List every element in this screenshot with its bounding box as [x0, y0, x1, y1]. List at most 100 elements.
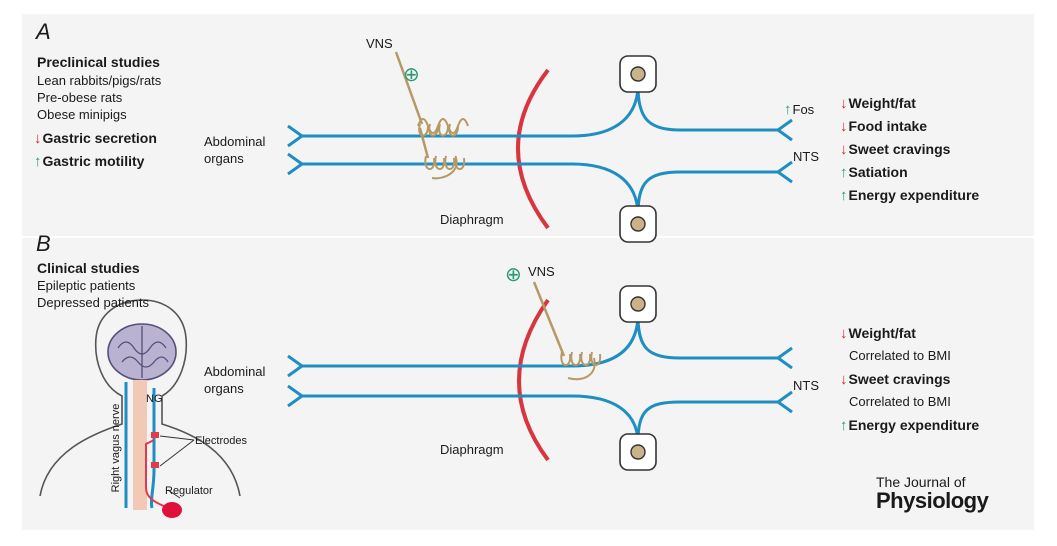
lower-nerve-a — [302, 162, 640, 213]
effect-label: Food intake — [848, 118, 928, 134]
up-arrow-icon: ↑ — [34, 153, 42, 170]
panel-a-right-effect-4: ↑Satiation — [840, 164, 908, 181]
diaphragm-b — [517, 298, 550, 462]
regulator-label: Regulator — [165, 485, 213, 497]
electrodes-label: Electrodes — [195, 435, 247, 447]
lower-nerve-b — [302, 394, 640, 441]
upper-nerve-b — [302, 317, 640, 368]
panel-a-study-line-2: Pre-obese rats — [37, 90, 123, 105]
panel-b-right-effect-1: ↓Weight/fat — [840, 325, 916, 342]
effect-label: Gastric secretion — [42, 130, 157, 146]
panel-b-right-effect-2: ↓Sweet cravings — [840, 371, 950, 388]
down-arrow-icon: ↓ — [840, 371, 848, 388]
fork-right-upper-b — [775, 346, 793, 370]
fork-right-upper-a — [775, 118, 793, 142]
journal-logo-line-2: Physiology — [876, 488, 989, 513]
panel-b-abdominal-label-2: organs — [204, 381, 244, 396]
panel-b-right-effect-3: ↑Energy expenditure — [840, 417, 979, 434]
vns-coil-b-loops — [560, 351, 602, 381]
panel-b-background — [22, 238, 1034, 530]
fork-left-upper-b — [287, 354, 305, 378]
effect-label: Sweet cravings — [848, 371, 951, 387]
panel-b-nts-label: NTS — [793, 378, 819, 393]
down-arrow-icon: ↓ — [840, 141, 848, 158]
neuron-upper-b — [619, 285, 657, 323]
diaphragm-a — [516, 68, 550, 230]
panel-b-letter: B — [36, 231, 51, 256]
panel-a-vns-label: VNS — [366, 36, 393, 51]
spinal-column — [133, 380, 147, 510]
panel-a-letter: A — [36, 19, 51, 44]
neuron-lower-a — [619, 205, 657, 243]
journal-logo-line-1: The Journal of — [876, 474, 966, 490]
lower-nerve-a-efferent — [636, 170, 780, 215]
effect-label: Energy expenditure — [848, 417, 980, 433]
effect-label: Weight/fat — [848, 325, 916, 341]
panel-b-diagram — [287, 281, 793, 471]
panel-a-diaphragm-label: Diaphragm — [440, 212, 504, 227]
panel-a-fos: ↑Fos — [784, 102, 814, 118]
ng-label: NG — [146, 393, 163, 405]
upper-nerve-b-efferent — [636, 315, 780, 360]
up-arrow-icon: ↑ — [784, 101, 792, 118]
vns-wire-a-link — [418, 127, 430, 159]
up-arrow-icon: ↑ — [840, 187, 848, 204]
upper-nerve-a-efferent — [636, 85, 780, 132]
up-arrow-icon: ↑ — [840, 164, 848, 181]
panel-b-study-line-2: Depressed patients — [37, 295, 150, 310]
fos-label: Fos — [792, 102, 815, 117]
panel-b-vns-plus-icon: ⊕ — [505, 264, 522, 286]
fork-left-lower-a — [287, 152, 305, 176]
panel-a-abdominal-label-1: Abdominal — [204, 134, 266, 149]
brain-folds — [117, 326, 169, 378]
up-arrow-icon: ↑ — [840, 417, 848, 434]
panel-a-study-line-1: Lean rabbits/pigs/rats — [37, 73, 162, 88]
panel-a-nts-label: NTS — [793, 149, 819, 164]
down-arrow-icon: ↓ — [840, 325, 848, 342]
effect-label: Sweet cravings — [848, 141, 951, 157]
regulator-device — [162, 502, 182, 518]
effect-label: Gastric motility — [42, 153, 145, 169]
fork-right-lower-b — [775, 390, 793, 414]
panel-b-right-note-2: Correlated to BMI — [849, 394, 951, 409]
panel-b-abdominal-label-1: Abdominal — [204, 364, 266, 379]
vns-coil-upper-a — [417, 118, 469, 134]
panel-b-vns-label: VNS — [528, 264, 555, 279]
panel-a-heading: Preclinical studies — [37, 54, 160, 70]
panel-b-right-note-1: Correlated to BMI — [849, 348, 951, 363]
panel-a-right-effect-2: ↓Food intake — [840, 118, 927, 135]
body-outline — [39, 299, 241, 497]
panel-a-abdominal-label-2: organs — [204, 151, 244, 166]
neuron-upper-a — [619, 55, 657, 93]
upper-nerve-a — [302, 87, 640, 138]
panel-b-study-line-1: Epileptic patients — [37, 278, 136, 293]
down-arrow-icon: ↓ — [840, 95, 848, 112]
panel-b-heading: Clinical studies — [37, 260, 140, 276]
panel-a-vns-plus-icon: ⊕ — [403, 64, 420, 86]
fork-left-lower-b — [287, 384, 305, 408]
vns-wire-a — [394, 51, 424, 125]
panel-a-right-effect-3: ↓Sweet cravings — [840, 141, 950, 158]
panel-a-right-effect-5: ↑Energy expenditure — [840, 187, 979, 204]
panel-b-diaphragm-label: Diaphragm — [440, 442, 504, 457]
vns-wire-b — [532, 281, 566, 357]
electrode-marker-2 — [151, 462, 159, 468]
fork-right-lower-a — [775, 160, 793, 184]
effect-label: Weight/fat — [848, 95, 916, 111]
effect-label: Energy expenditure — [848, 187, 980, 203]
fork-left-upper-a — [287, 124, 305, 148]
panel-a-left-effect-1: ↓Gastric secretion — [34, 130, 157, 147]
vns-coil-lower-a-loops — [424, 155, 466, 180]
electrode-marker-1 — [151, 432, 159, 438]
panel-a-diagram — [287, 51, 793, 243]
neuron-lower-b — [619, 433, 657, 471]
panel-a-study-line-3: Obese minipigs — [37, 107, 127, 122]
down-arrow-icon: ↓ — [34, 130, 42, 147]
panel-a-left-effect-2: ↑Gastric motility — [34, 153, 144, 170]
right-vagus-nerve-label: Right vagus nerve — [110, 403, 122, 493]
vagus-branch — [149, 388, 156, 509]
lower-nerve-b-efferent — [636, 400, 780, 443]
electrode-pointer-lines — [159, 435, 195, 467]
